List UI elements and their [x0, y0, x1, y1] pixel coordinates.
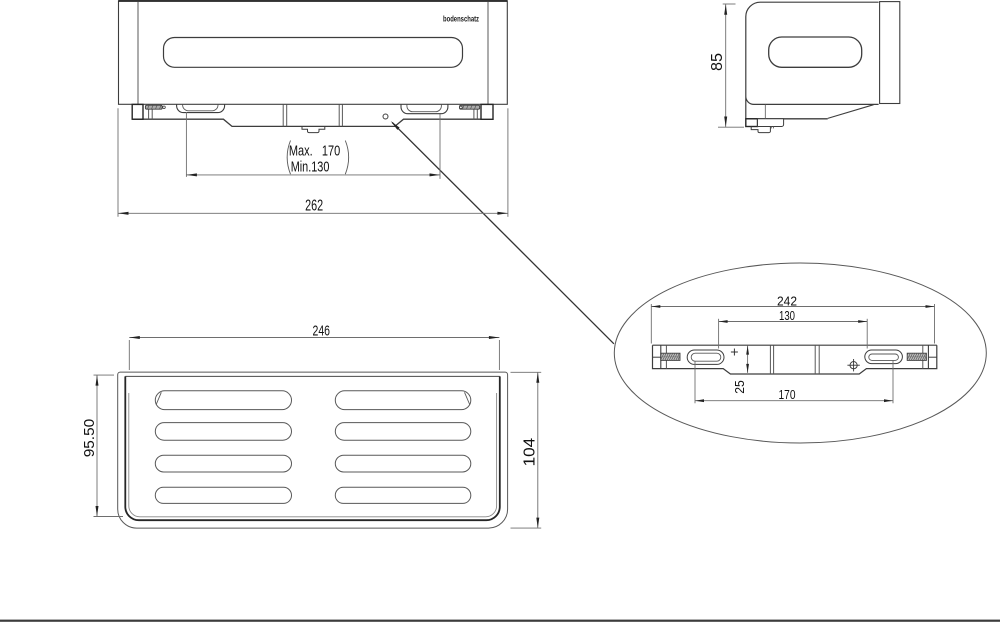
svg-text:130: 130: [779, 308, 795, 323]
svg-text:25: 25: [732, 380, 747, 394]
svg-text:104: 104: [522, 437, 539, 466]
svg-text:Max. 170: Max. 170: [289, 142, 340, 159]
svg-text:95.50: 95.50: [81, 419, 98, 458]
svg-text:262: 262: [305, 198, 323, 215]
svg-text:242: 242: [777, 293, 797, 308]
svg-text:bodenschatz: bodenschatz: [443, 13, 479, 23]
svg-text:Min.130: Min.130: [291, 159, 330, 176]
svg-text:170: 170: [779, 387, 796, 402]
svg-text:246: 246: [313, 322, 331, 339]
svg-text:85: 85: [709, 53, 726, 71]
